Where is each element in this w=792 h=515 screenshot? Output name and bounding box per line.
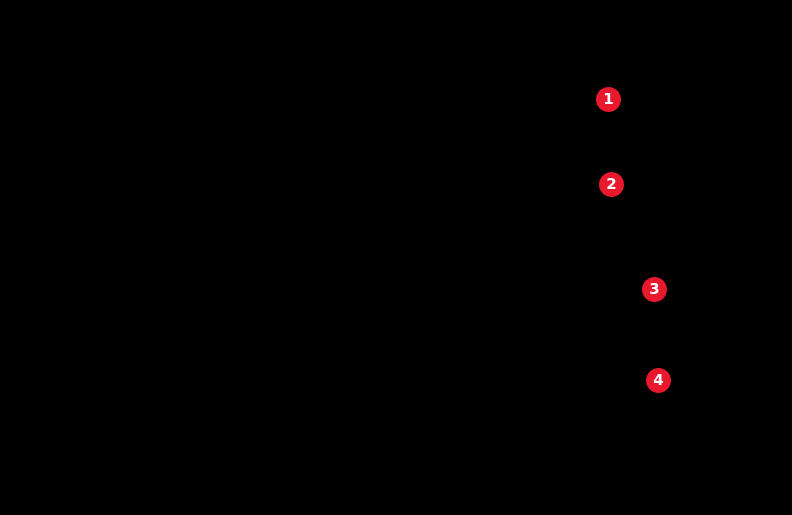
annotation-marker-4: 4 xyxy=(646,368,671,393)
annotation-marker-1: 1 xyxy=(596,87,621,112)
annotation-marker-2: 2 xyxy=(599,172,624,197)
annotation-marker-3: 3 xyxy=(642,277,667,302)
